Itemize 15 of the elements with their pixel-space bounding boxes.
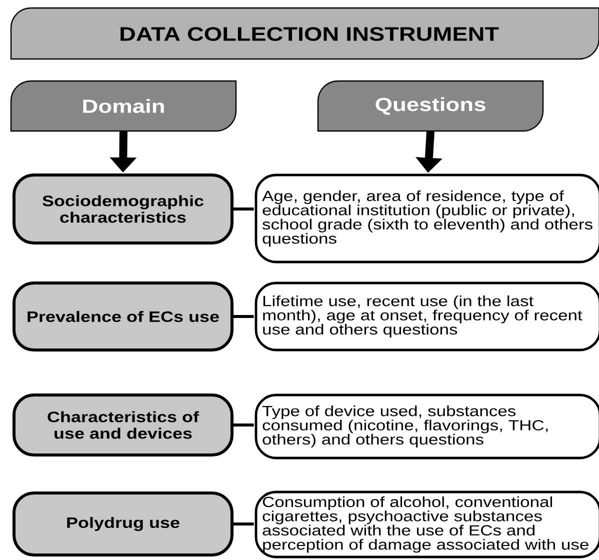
title-banner: DATA COLLECTION INSTRUMENT (10, 7, 599, 60)
questions-box: Age, gender, area of residence, type of educational institution (public or private), school grade (sixth to eleventh) and others questions (254, 174, 599, 264)
connector-line (234, 208, 254, 210)
questions-box: Lifetime use, recent use (in the last month), age at onset, frequency of recent use and others questions (254, 282, 599, 352)
domain-box: Polydrug use (12, 492, 234, 556)
header-tab: Questions (317, 80, 544, 132)
connector-line (234, 424, 254, 426)
domain-box: Prevalence of ECs use (12, 282, 234, 352)
header-tab: Domain (10, 80, 237, 132)
questions-box: Consumption of alcohol, conventional cigarettes, psychoactive substances associated with the use of ECs and perception of damage associated with use (254, 490, 599, 558)
domain-box: Characteristics of use and devices (12, 394, 234, 456)
domain-box: Sociodemographic characteristics (12, 174, 234, 244)
connector-line (234, 315, 254, 318)
connector-line (234, 522, 254, 526)
questions-box: Type of device used, substances consumed (nicotine, flavorings, THC, others) and others questions (254, 394, 599, 460)
